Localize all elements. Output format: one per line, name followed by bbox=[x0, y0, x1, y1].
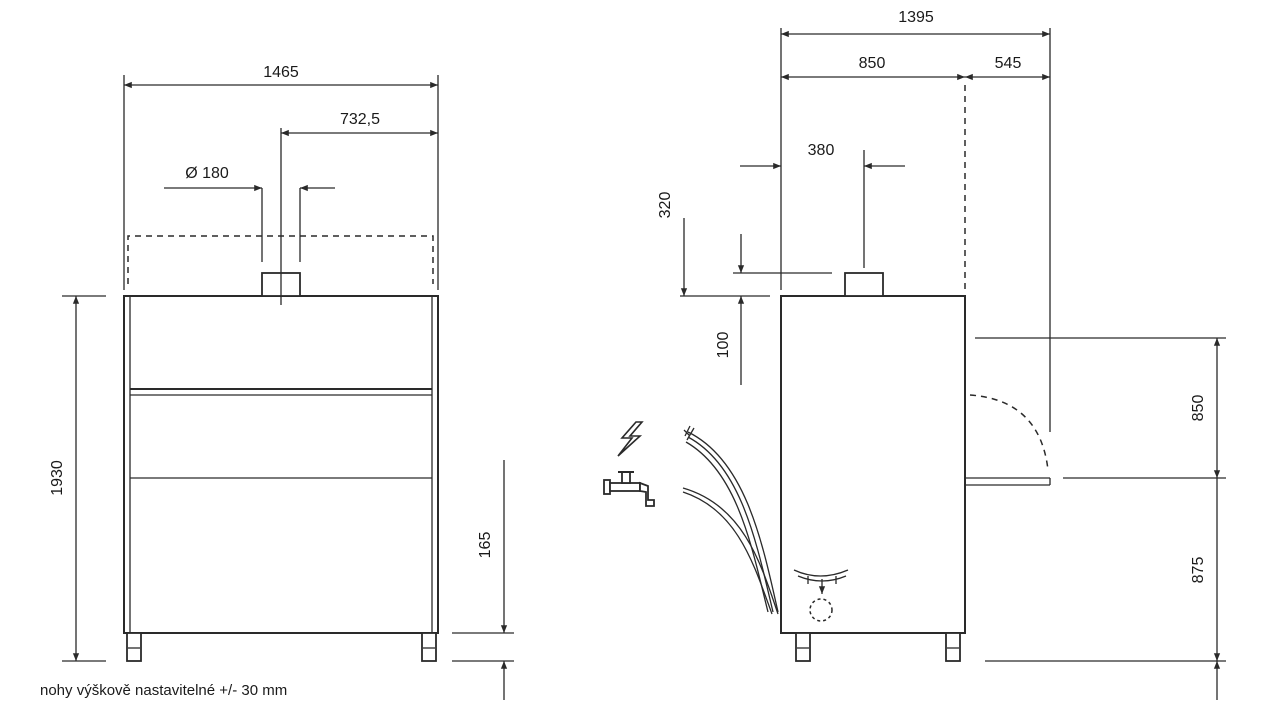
drain-icon bbox=[793, 569, 849, 622]
front-view: 1465 732,5 Ø 180 1930 165 bbox=[49, 64, 514, 700]
water-tap-icon bbox=[603, 471, 655, 507]
leg-adjustment-note: nohy výškově nastavitelné +/- 30 mm bbox=[40, 682, 288, 699]
leg-left bbox=[126, 632, 142, 662]
dim-width-label: 1465 bbox=[263, 64, 299, 81]
dim-flue-clearance-label: 320 bbox=[657, 192, 674, 219]
side-leg-right bbox=[945, 632, 961, 662]
dim-working-height-label: 875 bbox=[1190, 557, 1207, 584]
dim-flue-diameter-label: Ø 180 bbox=[185, 165, 229, 182]
supply-cables bbox=[682, 425, 779, 615]
dim-depth-label: 850 bbox=[859, 55, 886, 72]
side-leg-left bbox=[795, 632, 811, 662]
side-flue-pipe bbox=[844, 272, 884, 297]
dim-door-height-label: 850 bbox=[1190, 395, 1207, 422]
dim-flue-height-label: 100 bbox=[715, 332, 732, 359]
dim-flue-offset-label: 380 bbox=[808, 142, 835, 159]
dim-leg-label: 165 bbox=[477, 532, 494, 559]
dim-half-width-label: 732,5 bbox=[340, 111, 380, 128]
leg-right bbox=[421, 632, 437, 662]
cabinet-body bbox=[123, 295, 439, 634]
dim-height-label: 1930 bbox=[49, 460, 66, 496]
dim-door-label: 545 bbox=[995, 55, 1022, 72]
side-view: 1395 850 545 380 320 100 850 875 bbox=[603, 9, 1226, 700]
door-swing-arc bbox=[969, 394, 1049, 471]
electric-icon bbox=[617, 421, 644, 457]
dim-total-depth-label: 1395 bbox=[898, 9, 934, 26]
